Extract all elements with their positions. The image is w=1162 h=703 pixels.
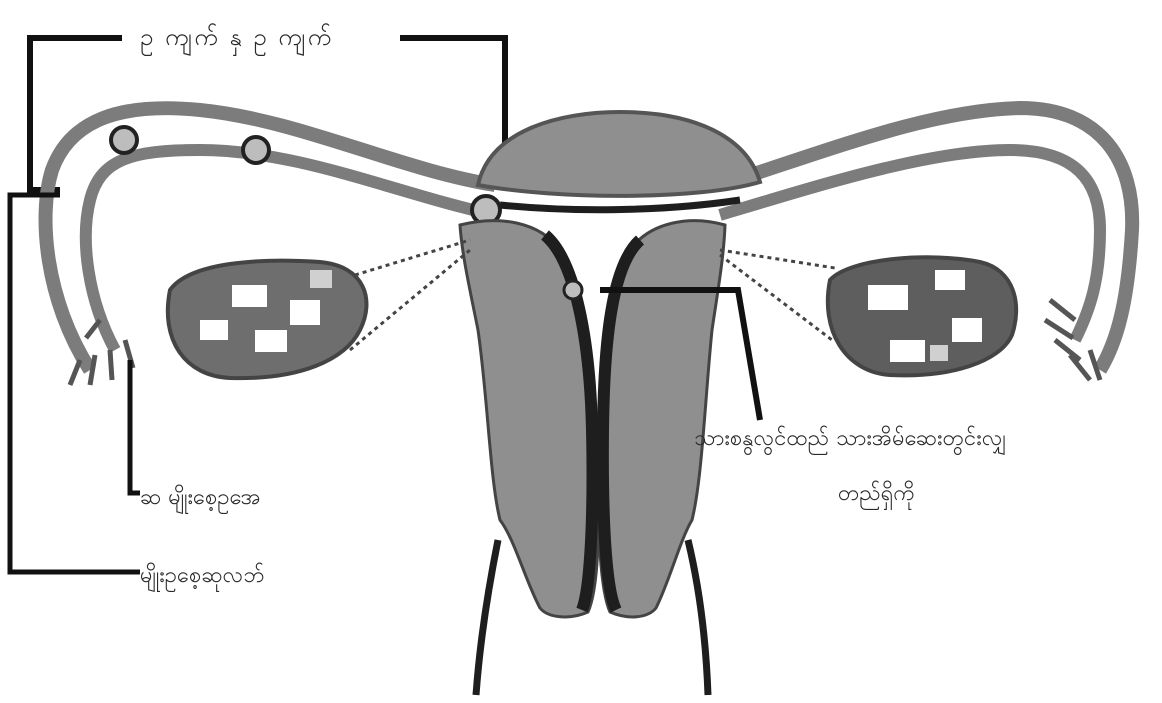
label-cavity-line1: သားစနွလွင်ထည် သားအိမ်ဆေးတွင်းလျှ (694, 425, 1007, 453)
uterus-fundus (478, 112, 760, 196)
uterus-body-left (460, 221, 599, 617)
left-ovarian-ligament (350, 240, 470, 350)
right-ovary (828, 257, 1016, 375)
ovum-1 (111, 127, 137, 153)
ovum-2 (243, 137, 269, 163)
uterus-fundus-line (500, 200, 740, 210)
label-ovum: ဆ မျိုးစေ့ဥအေ (140, 484, 261, 512)
label-top: ဥ ကျက် နှ ဥ ကျက် (140, 22, 333, 52)
label-cavity-line2: တည်ရှိကို (838, 480, 915, 508)
ovum-cavity (564, 281, 582, 299)
vagina-wall-left (476, 540, 498, 695)
leader-line-ovum (130, 360, 140, 493)
label-fimbriae: မျိုးဥစေ့ဆုလဘ် (140, 562, 264, 590)
vagina-wall-right (688, 540, 708, 695)
leader-line-fimbriae (10, 195, 140, 572)
left-ovary (168, 261, 367, 378)
